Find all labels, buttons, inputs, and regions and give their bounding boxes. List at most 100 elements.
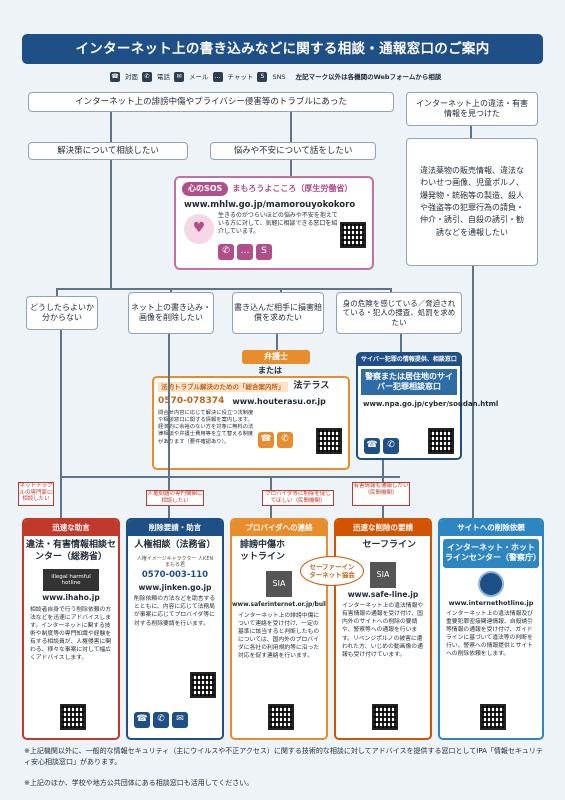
card-name: 違法・有害情報相談センター（総務省） xyxy=(26,540,117,562)
phone-icon: ✆ xyxy=(383,438,399,454)
card-phone[interactable]: 0570-003-110 xyxy=(141,570,209,581)
legend-label: チャット xyxy=(227,72,254,81)
tag-expert: ネットトラブルの専門家に相談したい xyxy=(18,482,54,506)
card-desc: インターネット上の誹謗中傷について連絡を受け付け、一定の基準に該当すると判断した… xyxy=(238,612,320,660)
illegal-info-box: インターネット上の違法・有害情報を見つけた xyxy=(406,92,538,126)
face-to-face-icon: ☎ xyxy=(258,432,274,448)
qr-code[interactable] xyxy=(428,428,454,454)
connector xyxy=(276,334,278,350)
qr-code[interactable] xyxy=(316,428,342,454)
connector xyxy=(110,112,112,142)
connector xyxy=(56,288,58,298)
connector xyxy=(400,334,402,352)
face-to-face-icon: ☎ xyxy=(134,712,150,728)
qr-code[interactable] xyxy=(268,704,294,730)
lawyer-head: 弁護士 xyxy=(242,350,310,364)
chat-icon: … xyxy=(237,244,253,260)
houterasu-box: 法的トラブル解決のための「総合案内所」 法テラス 0570-078374 www… xyxy=(152,376,350,470)
tag-harmful: 有害情報も通報したい（民間機関） xyxy=(352,482,410,506)
police-head: サイバー犯罪の情報提供、相談窓口 xyxy=(358,354,460,366)
connector xyxy=(110,160,112,288)
sos-title: まもろうよこころ（厚生労働省） xyxy=(232,184,353,193)
police-box: サイバー犯罪の情報提供、相談窓口 警察または居住地のサイバー犯罪相談窓口 www… xyxy=(356,352,499,460)
connector xyxy=(60,330,62,518)
sos-badge: 心のSOS xyxy=(182,182,229,196)
tag-human-rights: 人権問題の専門機関に相談したい xyxy=(146,490,204,506)
connector xyxy=(168,334,170,518)
sia-logo: SIA xyxy=(266,571,292,598)
card-name: 人権相談（法務省） xyxy=(134,540,216,550)
qr-code[interactable] xyxy=(372,704,398,730)
card-url[interactable]: www.safe-line.jp xyxy=(347,589,419,599)
card-url[interactable]: www.jinken.go.jp xyxy=(138,582,212,592)
phone-icon: ✆ xyxy=(153,712,169,728)
sos-desc: 生きるのがつらいほどの悩みや不安を抱えている方に対して、気軽に相談できる窓口を紹… xyxy=(218,212,338,236)
card-head: 削除要請・助言 xyxy=(128,520,222,536)
safer-internet-badge: セーファーインターネット協会 xyxy=(300,556,364,586)
worry-box: 悩みや不安について話をしたい xyxy=(210,142,376,160)
houterasu-url[interactable]: www.houterasu.or.jp xyxy=(232,396,326,406)
phone-icon: ✆ xyxy=(277,432,293,448)
qr-code[interactable] xyxy=(480,704,506,730)
card-name: セーフライン xyxy=(362,540,416,550)
chat-icon: … xyxy=(212,72,223,82)
connector xyxy=(470,126,472,138)
legend-note: 左記マーク以外は各機関のWebフォームから相談 xyxy=(295,72,442,81)
sos-url[interactable]: www.mhlw.go.jp/mamorouyokokoro xyxy=(184,200,356,210)
sns-icon: S xyxy=(256,244,272,260)
card-desc: 削除依頼の方法などを助言するとともに、内容に応じて法務局が事案に応じてプロバイダ… xyxy=(134,596,216,627)
card-url[interactable]: www.saferinternet.or.jp/bullying/ xyxy=(232,601,328,609)
card-url[interactable]: www.internethotline.jp xyxy=(448,598,534,607)
houterasu-subtitle: 法的トラブル解決のための「総合案内所」 xyxy=(158,381,288,392)
legend-label: 電話 xyxy=(157,72,170,81)
qr-code[interactable] xyxy=(190,672,216,698)
footnote-2: ※上記のほか、学校や地方公共団体にある相談窓口も活用してください。 xyxy=(24,779,254,787)
card-head: 迅速な助言 xyxy=(24,520,118,536)
branch-damages: 書き込んだ相手に損害賠償を求めたい xyxy=(232,292,324,334)
ihaho-logo: illegal harmful hotline xyxy=(43,569,99,592)
hotline-card: サイトへの削除依頼 インターネット・ホットラインセンター（警察庁） www.in… xyxy=(438,518,544,740)
houterasu-desc: 問合せ内容に応じて解決に役立つ法制度や相談窓口に関する情報を案内します。経済的に… xyxy=(158,410,254,445)
card-url[interactable]: www.ihaho.jp xyxy=(42,593,100,603)
phone-icon: ✆ xyxy=(218,244,234,260)
phone-icon: ✆ xyxy=(142,72,152,82)
card-desc: インターネット上の違法情報及び重要犯罪密接関連情報、自殺誘引等情報の通報を受け付… xyxy=(446,610,533,658)
footnote-1: ※上記機関以外に、一般的な情報セキュリティ（主にウイルスや不正アクセス）に関する… xyxy=(24,747,543,766)
sia-logo: SIA xyxy=(370,561,396,588)
trouble-box: インターネット上の誹謗中傷やプライバシー侵害等のトラブルにあった xyxy=(28,92,394,112)
card-desc: 相談者自身で行う削除依頼の方法などを迅速にアドバイスします。インターネットに関す… xyxy=(30,606,112,662)
solve-box: 解決策について相談したい xyxy=(28,142,188,160)
sns-icon: S xyxy=(257,72,268,82)
card-desc: インターネット上の違法情報や有害情報の通報を受け付け、国内外のサイトへの削除の要… xyxy=(342,603,424,658)
connector xyxy=(60,476,400,478)
tag-provider: プロバイダ等に削除を促してほしい（民間機関） xyxy=(262,490,334,506)
jinken-card: 削除要請・助言 人権相談（法務省） 人権イメージキャラクター 人KENまもる君 … xyxy=(126,518,224,740)
branch-danger: 身の危険を感じている／脅迫されている・犯人の捜査、処罰を求めたい xyxy=(336,292,462,334)
ihaho-card: 迅速な助言 違法・有害情報相談センター（総務省） illegal harmful… xyxy=(22,518,120,740)
card-head: 迅速な削除の要請 xyxy=(336,520,430,536)
page-title: インターネット上の書き込みなどに関する相談・通報窓口のご案内 xyxy=(22,34,543,64)
connector xyxy=(290,112,292,142)
jinken-logo: 人権イメージキャラクター 人KENまもる君 xyxy=(136,555,214,568)
safeline-card: 迅速な削除の要請 セーフライン SIA www.safe-line.jp インタ… xyxy=(334,518,432,740)
houterasu-name: 法テラス xyxy=(293,381,330,391)
police-name: 警察または居住地のサイバー犯罪相談窓口 xyxy=(361,368,457,396)
mail-icon: ✉ xyxy=(172,712,188,728)
connector xyxy=(56,288,390,290)
mail-icon: ✉ xyxy=(174,72,184,82)
qr-code[interactable] xyxy=(60,704,86,730)
legend-label: メール xyxy=(189,72,209,81)
heart-hands-icon: ♥ xyxy=(184,214,214,244)
qr-code[interactable] xyxy=(340,222,366,248)
card-name: インターネット・ホットラインセンター（警察庁） xyxy=(443,539,541,568)
houterasu-phone[interactable]: 0570-078374 xyxy=(158,396,225,406)
hotline-logo-icon xyxy=(478,570,504,597)
card-head: サイトへの削除依頼 xyxy=(440,520,542,536)
branch-unknown: どうしたらよいか分からない xyxy=(26,296,98,330)
bullying-card: プロバイダへの連絡 誹謗中傷ホットライン SIA www.saferintern… xyxy=(230,518,328,740)
police-url[interactable]: www.npa.go.jp/cyber/soudan.html xyxy=(363,400,499,409)
face-to-face-icon: ☎ xyxy=(110,72,120,82)
legend-label: 対面 xyxy=(125,72,138,81)
face-to-face-icon: ☎ xyxy=(364,438,380,454)
